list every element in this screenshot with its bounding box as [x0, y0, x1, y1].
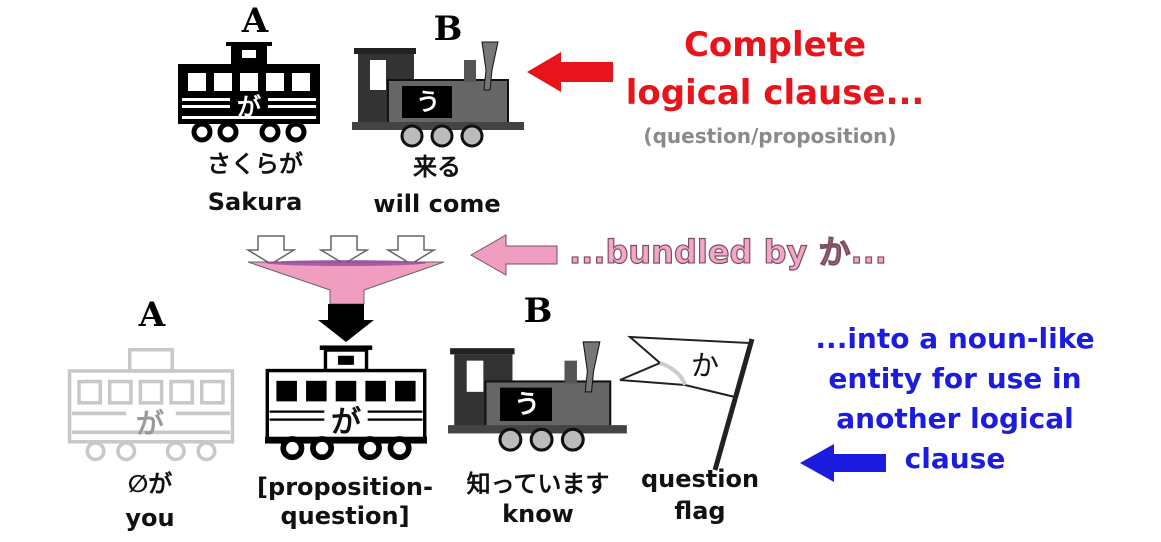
- verb-en: will come: [373, 190, 501, 218]
- funnel-icon: [245, 235, 445, 342]
- verb-jp: 来る: [413, 153, 461, 181]
- red-arrow-left-icon: [527, 52, 613, 92]
- caption-noun-line4: clause: [904, 442, 1006, 475]
- label-a-top: A: [241, 1, 269, 41]
- question-flag-icon: [619, 335, 755, 471]
- proposition-particle: が: [331, 405, 361, 440]
- caption-noun-line1: ...into a noun-like: [815, 322, 1095, 355]
- ghost-jp: ∅が: [127, 470, 173, 498]
- subject-jp: さくらが: [207, 150, 303, 178]
- caption-noun-line3: another logical: [836, 402, 1074, 435]
- engine-glyph-bottom: う: [513, 390, 541, 420]
- locomotive-icon: [352, 41, 524, 148]
- blue-arrow-left-icon: [800, 444, 886, 482]
- label-b-top: B: [433, 9, 463, 49]
- proposition-train-car-icon: [265, 345, 427, 461]
- caption-complete: Complete: [683, 25, 867, 65]
- pink-arrow-left-icon: [469, 234, 558, 276]
- ghost-en: you: [125, 504, 175, 532]
- caption-bundled: ...bundled by か...: [568, 233, 887, 271]
- subject-en: Sakura: [207, 188, 303, 216]
- know-jp: 知っています: [466, 470, 610, 498]
- caption-logical-clause: logical clause...: [625, 73, 925, 113]
- flag-glyph: か: [690, 349, 720, 382]
- engine-glyph: う: [416, 88, 440, 116]
- ghost-train-car-icon: [67, 347, 235, 462]
- car-particle: が: [237, 93, 261, 121]
- label-b-bottom: B: [523, 291, 553, 331]
- proposition-line1: [proposition-: [257, 473, 433, 501]
- ghost-particle: が: [135, 407, 165, 440]
- label-a-bottom: A: [138, 295, 166, 335]
- flag-line2: flag: [674, 497, 726, 525]
- know-en: know: [502, 500, 574, 528]
- caption-question-proposition: (question/proposition): [643, 124, 897, 148]
- locomotive-know-icon: [448, 341, 627, 452]
- train-car-icon: [178, 42, 320, 143]
- proposition-line2: question]: [280, 502, 410, 530]
- caption-noun-line2: entity for use in: [828, 362, 1082, 395]
- flag-line1: question: [640, 465, 760, 493]
